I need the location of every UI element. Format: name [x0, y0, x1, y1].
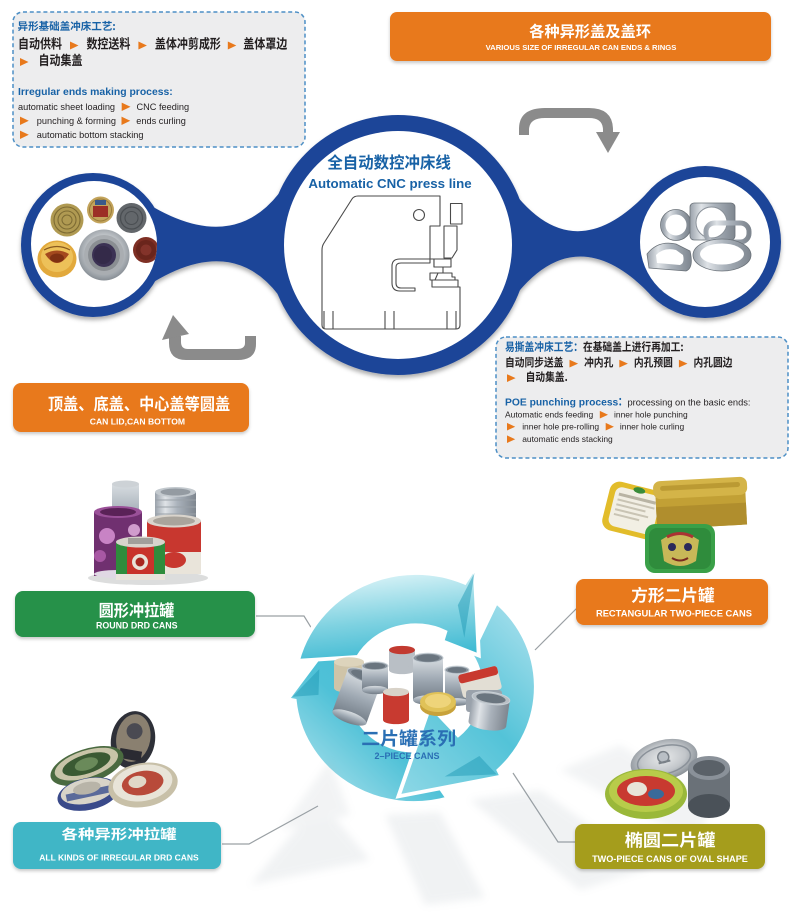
svg-text:inner hole curling: inner hole curling	[620, 422, 685, 432]
svg-text:automatic sheet loading: automatic sheet loading	[18, 102, 115, 112]
svg-text:punching & forming: punching & forming	[37, 116, 116, 126]
svg-text:ends curling: ends curling	[136, 116, 186, 126]
svg-text:2–PIECE CANS: 2–PIECE CANS	[374, 751, 439, 761]
svg-text:Automatic CNC press line: Automatic CNC press line	[308, 176, 471, 191]
svg-text:TWO-PIECE CANS OF OVAL SHAPE: TWO-PIECE CANS OF OVAL SHAPE	[592, 854, 748, 864]
svg-text:Automatic ends feeding: Automatic ends feeding	[505, 410, 593, 420]
svg-text:ALL KINDS OF IRREGULAR DRD CAN: ALL KINDS OF IRREGULAR DRD CANS	[39, 853, 199, 863]
svg-text:VARIOUS SIZE OF IRREGULAR CAN: VARIOUS SIZE OF IRREGULAR CAN ENDS & RIN…	[486, 43, 677, 52]
svg-text:processing on the basic ends:: processing on the basic ends:	[628, 398, 751, 408]
svg-text:Irregular ends making process:: Irregular ends making process:	[18, 87, 173, 98]
svg-text:ROUND DRD CANS: ROUND DRD CANS	[96, 621, 178, 631]
svg-text:RECTANGULAR TWO-PIECE CANS: RECTANGULAR TWO-PIECE CANS	[596, 609, 752, 619]
svg-text:automatic ends stacking: automatic ends stacking	[522, 434, 613, 444]
svg-text:inner hole punching: inner hole punching	[614, 410, 688, 420]
svg-text:POE punching process: POE punching process	[505, 398, 619, 409]
svg-text:CNC feeding: CNC feeding	[137, 102, 190, 112]
svg-text:automatic bottom stacking: automatic bottom stacking	[37, 130, 144, 140]
svg-text:inner hole pre-rolling: inner hole pre-rolling	[522, 422, 599, 432]
svg-text:CAN LID,CAN BOTTOM: CAN LID,CAN BOTTOM	[90, 417, 185, 427]
